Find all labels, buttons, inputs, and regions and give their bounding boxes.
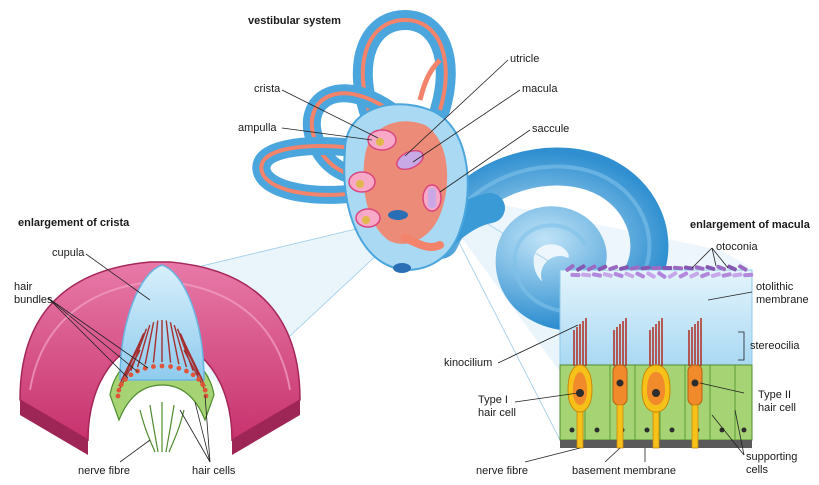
label-type1-line1: Type I — [478, 394, 508, 406]
label-hair-bundles-line1: hair — [14, 281, 33, 293]
heading-vestibular-system: vestibular system — [248, 15, 341, 27]
label-stereocilia: stereocilia — [750, 340, 800, 352]
label-saccule: saccule — [532, 123, 569, 135]
label-macula: macula — [522, 83, 558, 95]
label-supporting-cells-line2: cells — [746, 464, 769, 476]
label-hair-cells: hair cells — [192, 465, 236, 477]
crista-enlargement — [19, 261, 301, 455]
macula-enlargement — [559, 264, 754, 449]
label-nerve-fibre-macula: nerve fibre — [476, 465, 528, 477]
heading-enlargement-of-macula: enlargement of macula — [690, 219, 811, 231]
label-type2-line2: hair cell — [758, 402, 796, 414]
label-supporting-cells-line1: supporting — [746, 451, 797, 463]
label-ampulla: ampulla — [238, 122, 277, 134]
label-type1-line2: hair cell — [478, 407, 516, 419]
label-kinocilium: kinocilium — [444, 357, 492, 369]
vestibular-system — [252, 9, 469, 273]
label-otolithic-membrane-line1: otolithic — [756, 281, 794, 293]
label-nerve-fibre-crista: nerve fibre — [78, 465, 130, 477]
leader-lines — [47, 59, 753, 463]
heading-enlargement-of-crista: enlargement of crista — [18, 217, 130, 229]
label-cupula: cupula — [52, 247, 85, 259]
labels: vestibular system enlargement of crista … — [14, 15, 811, 477]
label-crista: crista — [254, 83, 281, 95]
label-type2-line1: Type II — [758, 389, 791, 401]
label-otolithic-membrane-line2: membrane — [756, 294, 809, 306]
label-hair-bundles-line2: bundles — [14, 294, 53, 306]
label-utricle: utricle — [510, 53, 539, 65]
label-basement-membrane: basement membrane — [572, 465, 676, 477]
label-otoconia: otoconia — [716, 241, 758, 253]
